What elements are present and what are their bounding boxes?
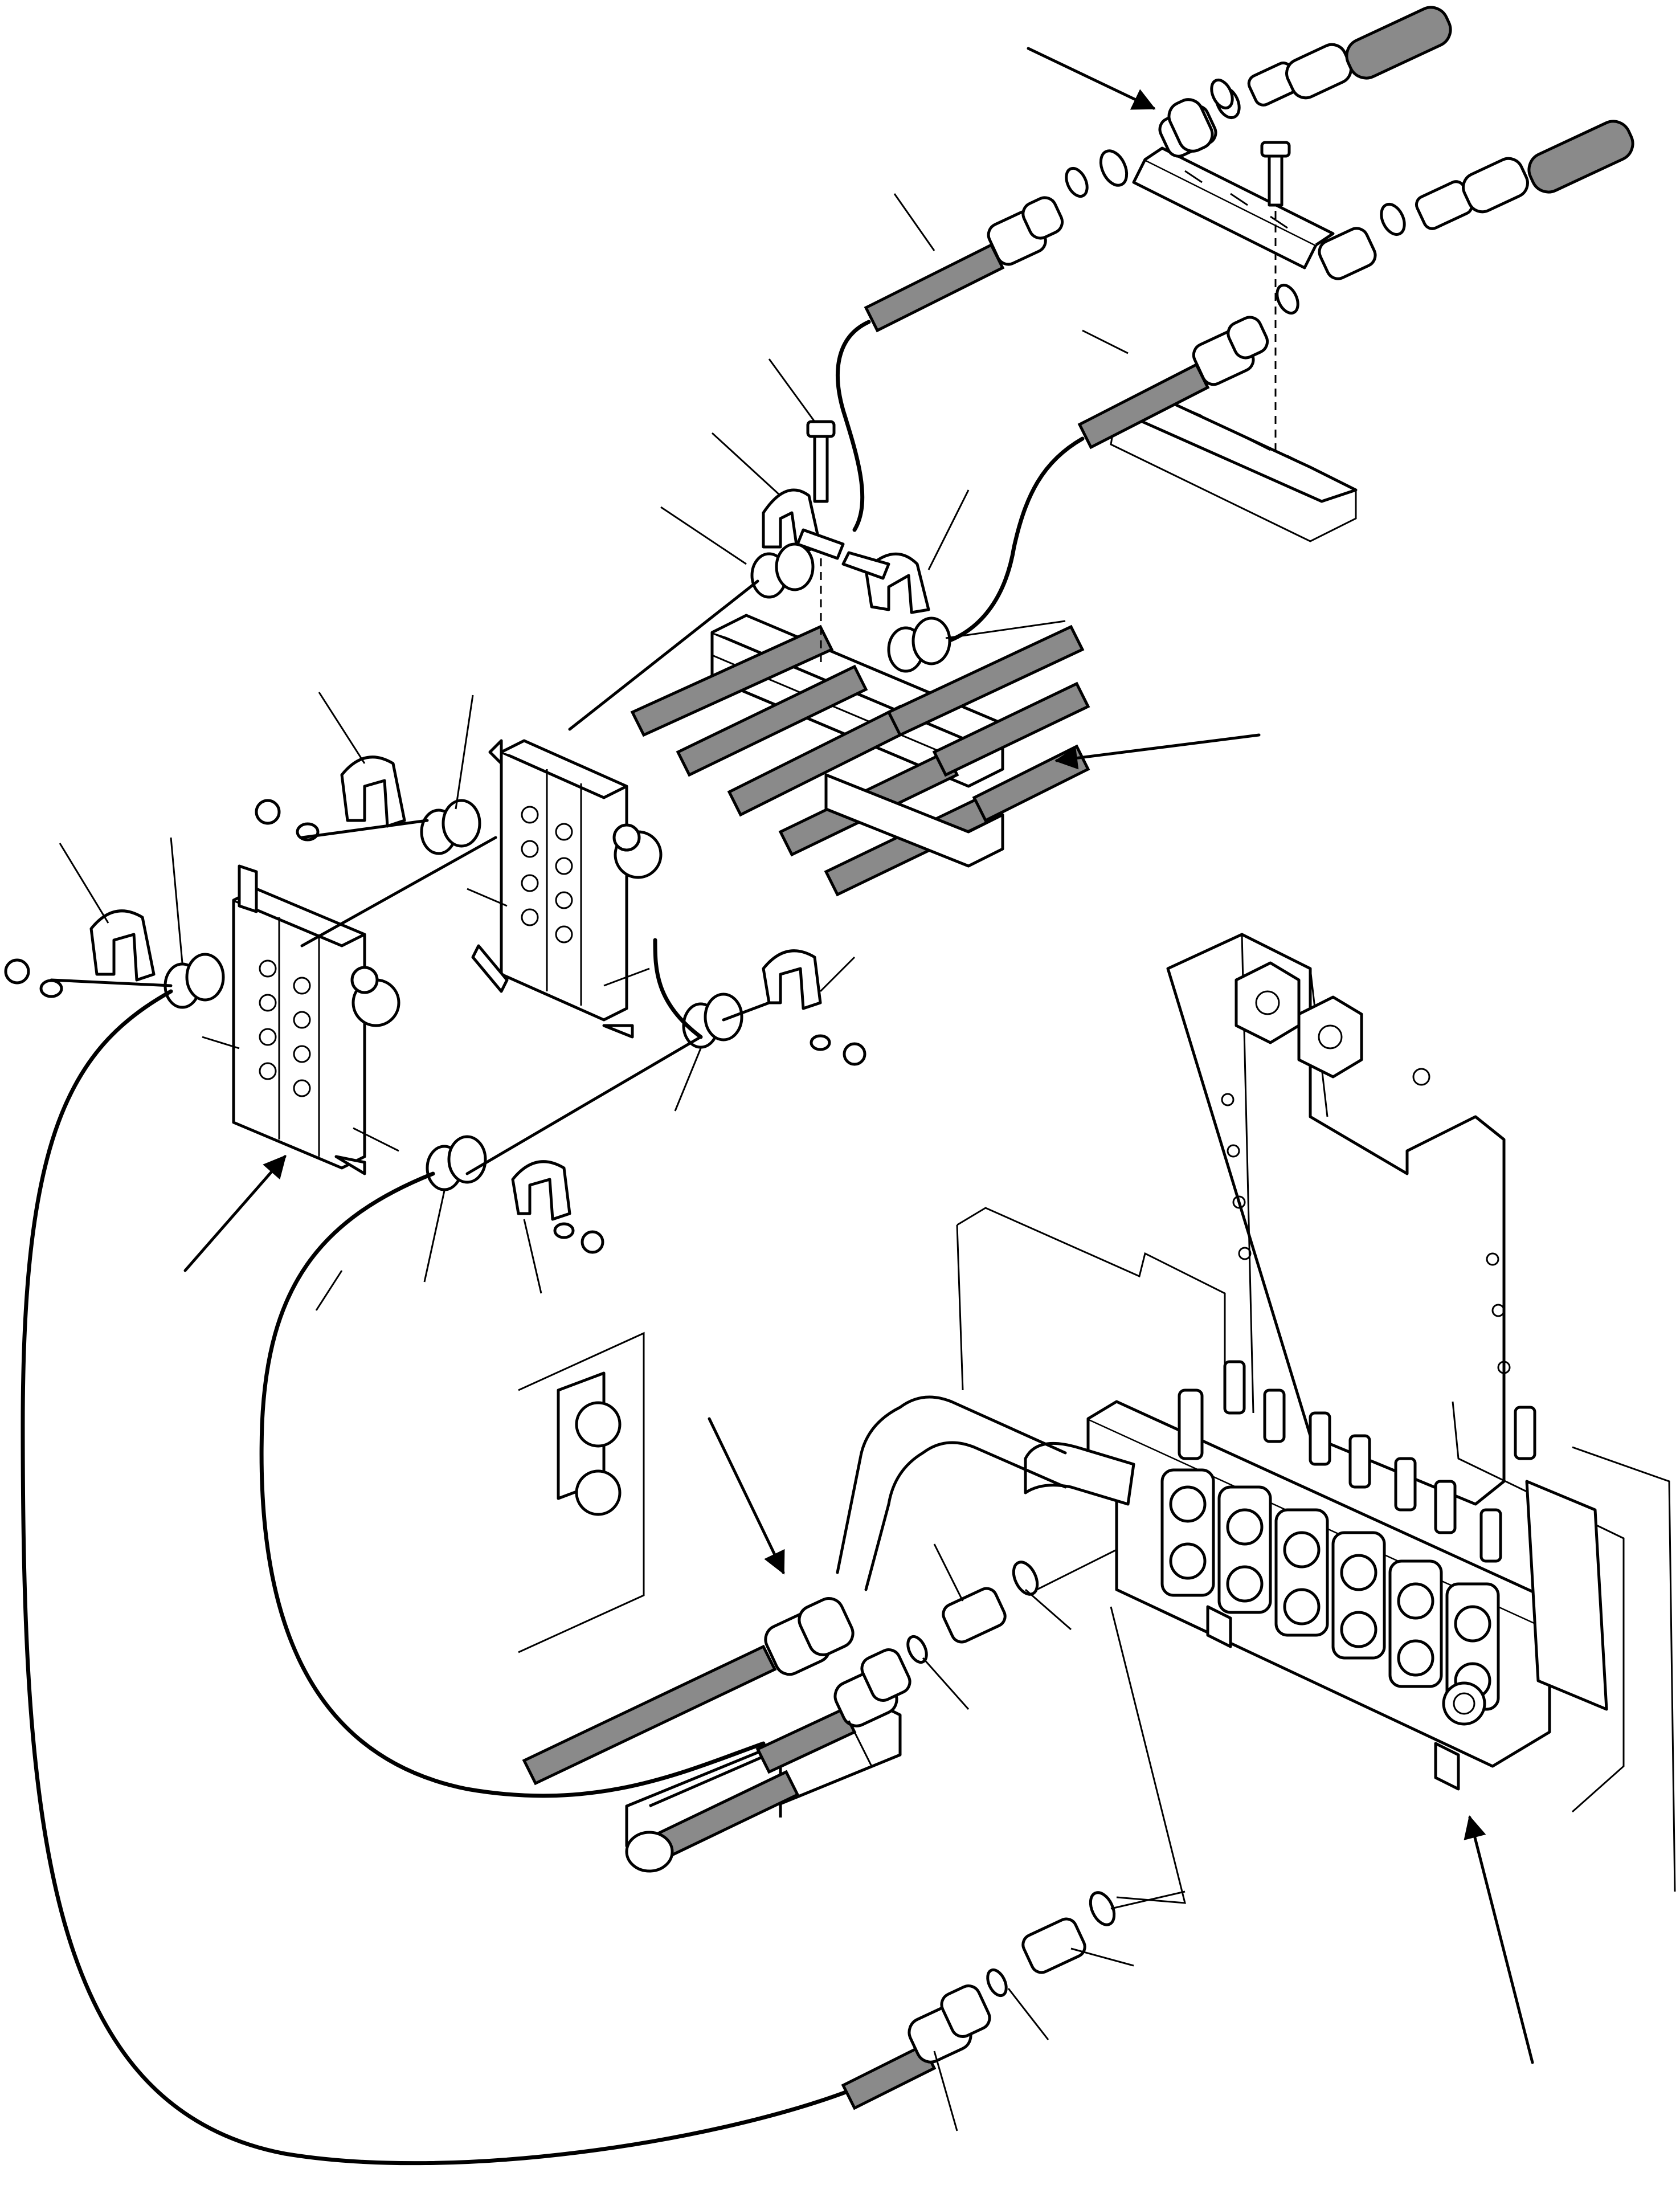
- arrow-callouts: [183, 733, 1534, 2064]
- leader-line-icon: [59, 193, 1186, 2131]
- upper-manifold-assembly: [1065, 6, 1634, 542]
- arrow-callout-icon: [1054, 733, 1261, 770]
- upper-hoses: [836, 196, 1269, 646]
- clamp-seal-chain-left: [4, 755, 866, 1254]
- arrow-callout-icon: [1027, 47, 1156, 110]
- center-hose-bundle: [630, 420, 1090, 897]
- hose-lines: [21, 579, 851, 2166]
- arrow-callout-icon: [1464, 1815, 1534, 2064]
- main-frame: [956, 933, 1676, 1892]
- left-mount-bracket: [518, 1332, 902, 1873]
- lower-fittings: [522, 1549, 1186, 2110]
- arrow-callout-icon: [708, 1417, 785, 1575]
- control-valve: [836, 1360, 1608, 1791]
- left-clamp-blocks: [202, 739, 663, 1175]
- arrow-callout-icon: [183, 1154, 287, 1272]
